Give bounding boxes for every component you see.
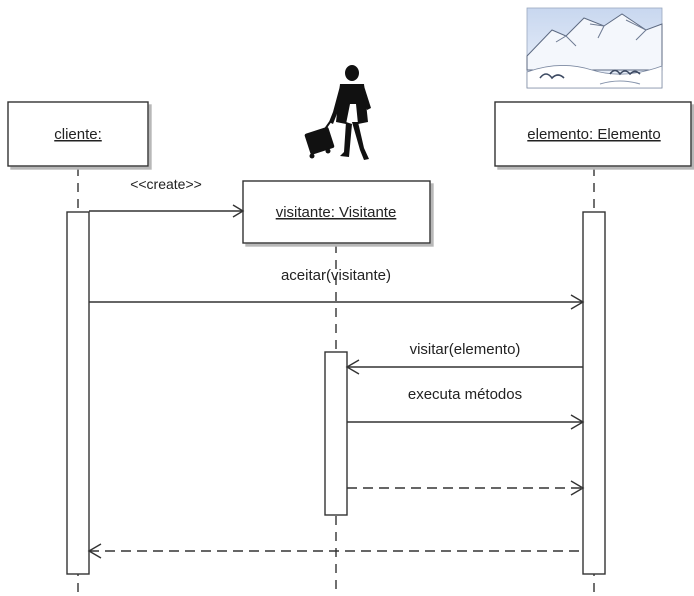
message-create: <<create>> (89, 176, 245, 218)
activation-elemento (582, 211, 606, 575)
participant-visitante: visitante: Visitante (242, 180, 431, 244)
participant-box-visitante (242, 180, 431, 244)
participant-label-visitante: visitante: Visitante (276, 204, 397, 221)
message-label-visitar: visitar(elemento) (410, 341, 521, 358)
activation-cliente (66, 211, 90, 575)
message-label-create: <<create>> (130, 176, 202, 192)
return-aceitar (87, 543, 583, 559)
snowy-mountain-landscape-icon (526, 7, 663, 89)
traveler-with-suitcase-icon (304, 65, 371, 160)
activations (66, 211, 606, 575)
return-executa (347, 480, 585, 496)
participant-cliente: cliente: (7, 101, 149, 167)
message-aceitar: aceitar(visitante) (89, 267, 585, 310)
message-label-aceitar: aceitar(visitante) (281, 267, 391, 284)
message-label-executa: executa métodos (408, 386, 522, 403)
message-executa: executa métodos (347, 386, 585, 430)
message-visitar: visitar(elemento) (345, 341, 583, 375)
participant-box-cliente (7, 101, 149, 167)
participant-label-cliente: cliente: (54, 126, 102, 143)
participant-label-elemento: elemento: Elemento (527, 126, 660, 143)
activation-visitante (324, 351, 348, 516)
participant-box-elemento (494, 101, 692, 167)
participant-elemento: elemento: Elemento (494, 101, 692, 167)
